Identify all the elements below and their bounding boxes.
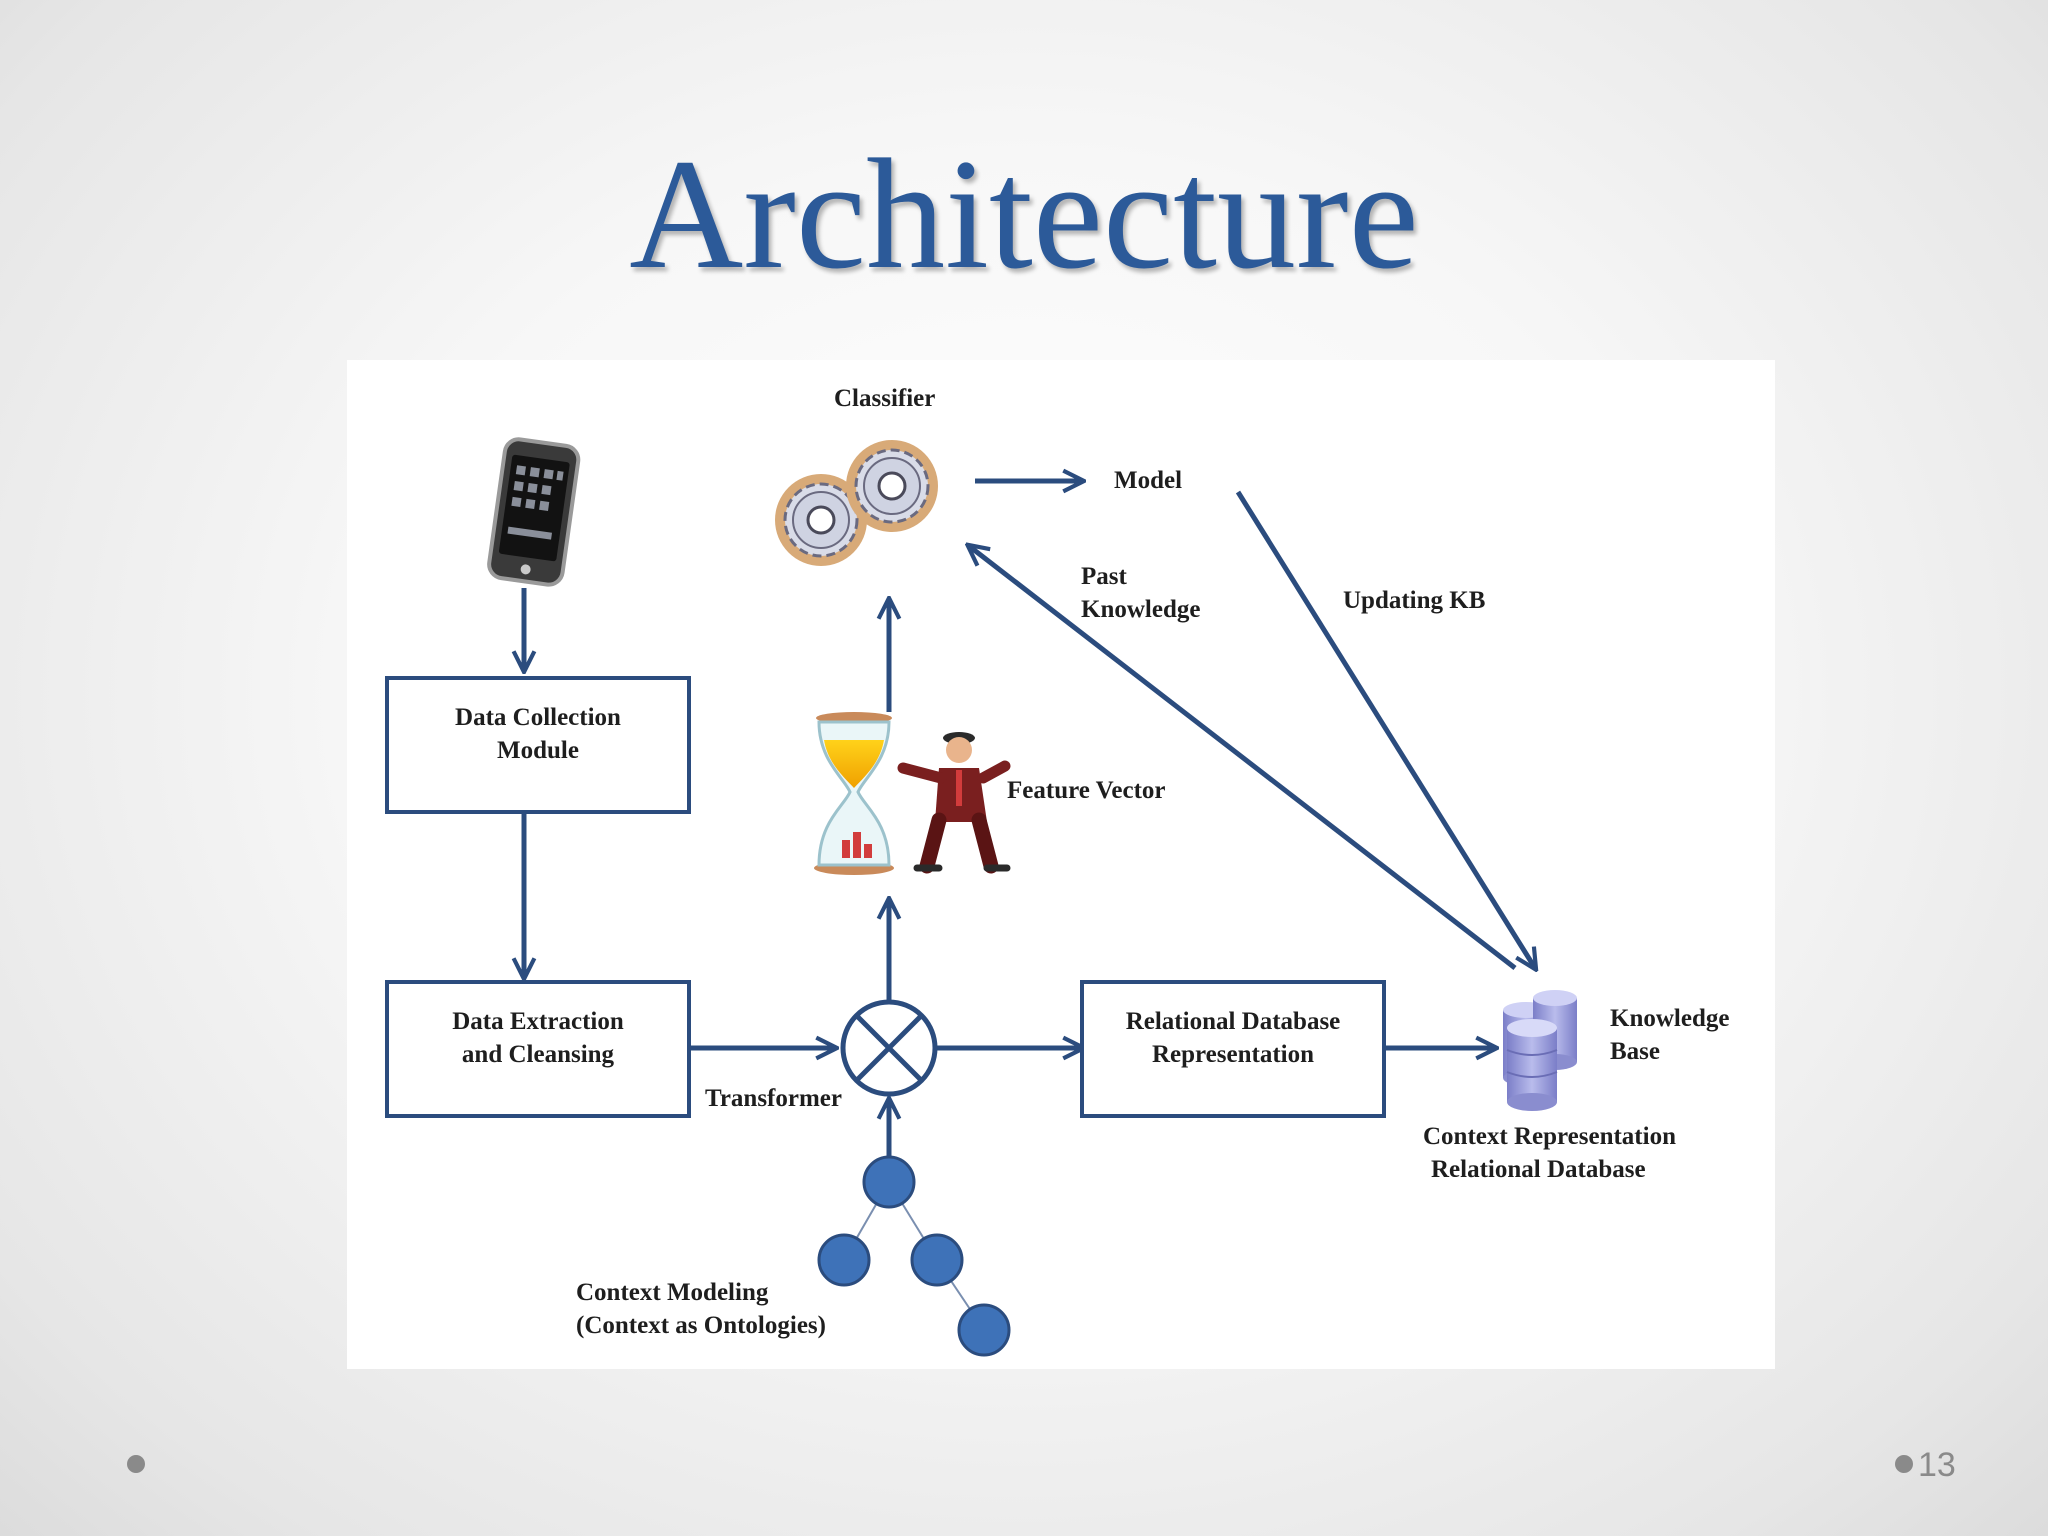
classifier-label: Classifier	[834, 385, 936, 412]
data-collection-label: Data Collection Module	[455, 704, 621, 764]
knowledge-base-label: Knowledge Base	[1610, 1005, 1730, 1065]
context-representation-label: Context Representation Relational Databa…	[1423, 1123, 1676, 1183]
data-collection-box	[385, 676, 691, 814]
gears-icon	[775, 440, 938, 566]
data-extraction-box	[385, 980, 691, 1118]
ontology-tree-icon	[817, 1155, 1011, 1357]
updating-kb-label: Updating KB	[1343, 587, 1486, 614]
slide-title: Architecture	[629, 127, 1419, 302]
feature-vector-label: Feature Vector	[1007, 777, 1166, 804]
data-extraction-label: Data Extraction and Cleansing	[452, 1008, 624, 1068]
context-modeling-label: Context Modeling (Context as Ontologies)	[576, 1279, 826, 1339]
businessman-icon	[897, 732, 1011, 874]
past-knowledge-label: Past Knowledge	[1081, 563, 1201, 623]
hourglass-icon	[814, 712, 894, 875]
transformer-label: Transformer	[705, 1085, 842, 1112]
relational-db-box	[1080, 980, 1386, 1118]
diagram-graphics	[385, 437, 1577, 1357]
left-bullet-dot	[127, 1455, 145, 1473]
right-bullet-dot	[1895, 1455, 1913, 1473]
architecture-diagram: Classifier Model Past Knowledge Updating…	[347, 360, 1775, 1369]
edge-past-knowledge	[969, 546, 1517, 970]
transformer-circle-icon	[840, 999, 938, 1097]
page-number: 13	[1918, 1446, 1956, 1484]
model-label: Model	[1114, 467, 1183, 494]
relational-db-label: Relational Database Representation	[1125, 1008, 1341, 1068]
database-icon	[1503, 990, 1577, 1111]
smartphone-icon	[487, 437, 581, 587]
edge-updating-kb	[1235, 490, 1535, 968]
